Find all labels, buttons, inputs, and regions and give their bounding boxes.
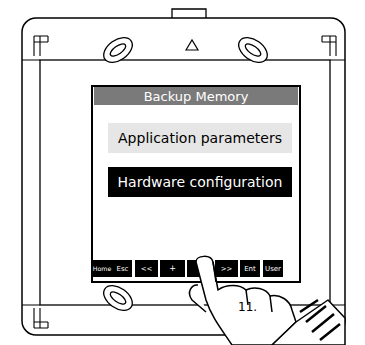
soft-key: << [135, 260, 158, 277]
soft-key: Home [91, 260, 112, 277]
menu-item-selected: Hardware configuration [108, 167, 292, 197]
node-text: Hardware configuration [118, 174, 283, 190]
node-text: Esc [117, 265, 129, 273]
node-text: + [169, 264, 176, 273]
screen-header: Backup Memory [94, 87, 298, 105]
soft-key: + [160, 260, 185, 277]
node-text: Ent [244, 265, 256, 273]
menu-item: Application parameters [108, 123, 292, 153]
soft-key: Esc [113, 260, 132, 277]
node-text: User [265, 265, 281, 273]
soft-key: >> [215, 260, 238, 277]
soft-key: Ent [240, 260, 260, 277]
soft-key: User [263, 260, 283, 277]
node-text: >> [221, 265, 233, 273]
node-text: << [141, 265, 153, 273]
node-text: Application parameters [118, 130, 282, 146]
callout-number: 11. [238, 300, 257, 314]
node-text: Home [93, 265, 111, 272]
node-text: Backup Memory [144, 89, 249, 104]
